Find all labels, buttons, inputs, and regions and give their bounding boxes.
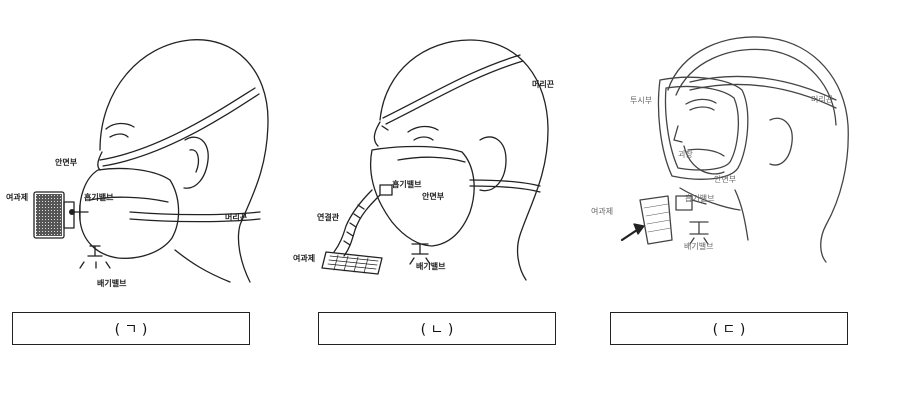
- eye-icon: [413, 136, 434, 141]
- caption-box-2: ( ㄴ ): [318, 312, 556, 345]
- label-inhale-valve-3: 흡기밸브: [685, 194, 715, 203]
- label-face-2: 안면부: [422, 192, 445, 201]
- label-inhale-valve-2: 흡기밸브: [392, 180, 422, 189]
- label-filter-3: 여과제: [591, 207, 614, 216]
- label-exhale-valve-3: 배기밸브: [684, 242, 714, 251]
- label-filter-1: 여과제: [6, 193, 29, 202]
- caption-box-1: ( ㄱ ): [12, 312, 250, 345]
- label-exhale-valve-2: 배기밸브: [416, 262, 446, 271]
- eye-icon: [109, 133, 129, 138]
- hose-mask-drawing: [321, 39, 549, 281]
- label-tube-2: 연결관: [317, 213, 340, 222]
- label-visor-3: 투시부: [630, 96, 653, 105]
- label-filter-2: 여과제: [293, 254, 316, 263]
- label-inner-3: 괴장: [678, 150, 693, 159]
- label-face-1: 안면부: [55, 158, 78, 167]
- label-exhale-valve-1: 배기밸브: [97, 279, 127, 288]
- label-strap-1: 머리끈: [225, 213, 248, 222]
- label-face-3: 안면부: [714, 175, 737, 184]
- half-mask-drawing: [33, 39, 269, 283]
- label-strap-2: 머리끈: [532, 80, 555, 89]
- label-strap-3: 머리끈: [811, 95, 834, 104]
- caption-box-3: ( ㄷ ): [610, 312, 848, 345]
- label-inhale-valve-1: 흡기밸브: [84, 193, 114, 202]
- full-face-mask-drawing: [639, 36, 849, 263]
